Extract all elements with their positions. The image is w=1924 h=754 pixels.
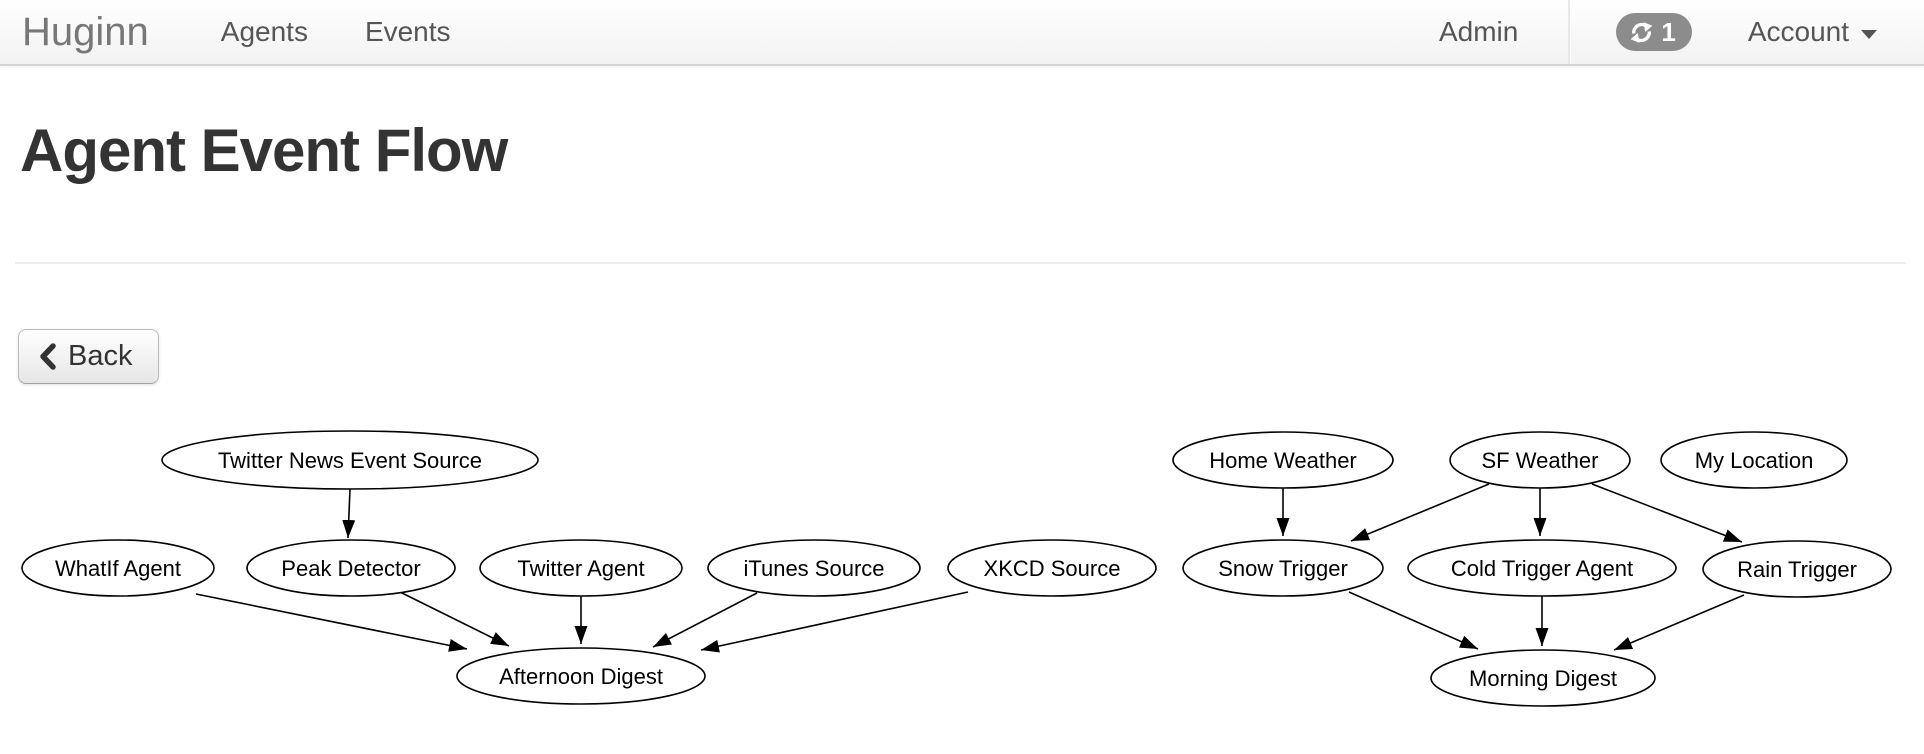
graph-edge-peak-detector-to-afternoon-digest	[399, 591, 510, 647]
graph-edges-layer	[195, 483, 1745, 653]
chevron-left-icon	[40, 343, 56, 370]
back-button[interactable]: Back	[18, 329, 160, 384]
graph-node-ellipse	[1182, 539, 1384, 597]
brand-huginn[interactable]: Huginn	[22, 9, 149, 54]
graph-node-label: Peak Detector	[281, 556, 420, 581]
graph-node-label: Home Weather	[1209, 448, 1357, 473]
graph-node-ellipse	[479, 539, 683, 597]
graph-node-ellipse	[21, 539, 215, 597]
navbar-divider	[1568, 0, 1572, 64]
graph-node-ellipse	[246, 539, 456, 597]
graph-node-label: Morning Digest	[1469, 666, 1617, 691]
nav-events[interactable]: Events	[364, 16, 451, 47]
graph-node-label: Cold Trigger Agent	[1451, 556, 1633, 581]
graph-node-ellipse	[707, 539, 921, 597]
account-label: Account	[1747, 16, 1849, 47]
nav-account[interactable]: Account	[1748, 16, 1877, 48]
nav-agents[interactable]: Agents	[220, 16, 308, 47]
graph-node-afternoon-digest: Afternoon Digest	[456, 647, 706, 705]
graph-node-itunes-source: iTunes Source	[707, 539, 921, 597]
graph-node-ellipse	[1172, 431, 1394, 489]
graph-edge-whatif-agent-to-afternoon-digest	[195, 593, 468, 652]
title-divider	[15, 262, 1906, 264]
graph-node-label: Rain Trigger	[1737, 557, 1857, 582]
graph-node-cold-trigger-agent: Cold Trigger Agent	[1407, 539, 1677, 597]
graph-node-ellipse	[456, 647, 706, 705]
back-button-label: Back	[68, 340, 133, 372]
graph-node-label: Snow Trigger	[1218, 556, 1348, 581]
graph-edge-twitter-news-event-source-to-peak-detector	[342, 488, 356, 539]
chevron-down-icon	[1861, 29, 1877, 39]
graph-node-ellipse	[1430, 649, 1656, 707]
graph-node-ellipse	[161, 430, 539, 490]
graph-edge-sf-weather-to-rain-trigger	[1591, 483, 1743, 543]
navbar-right-section: Admin 1 Account	[1439, 0, 1924, 64]
event-count-badge[interactable]: 1	[1616, 13, 1692, 51]
graph-node-ellipse	[1660, 431, 1848, 489]
graph-edge-sf-weather-to-snow-trigger	[1350, 483, 1490, 542]
refresh-icon	[1630, 21, 1653, 43]
graph-node-label: XKCD Source	[984, 556, 1121, 581]
graph-edge-xkcd-source-to-afternoon-digest	[700, 591, 969, 653]
graph-edge-snow-trigger-to-morning-digest	[1348, 591, 1479, 650]
graph-node-morning-digest: Morning Digest	[1430, 649, 1656, 707]
graph-node-label: iTunes Source	[743, 556, 884, 581]
graph-node-snow-trigger: Snow Trigger	[1182, 539, 1384, 597]
graph-edge-itunes-source-to-afternoon-digest	[652, 592, 758, 648]
graph-node-peak-detector: Peak Detector	[246, 539, 456, 597]
event-count: 1	[1661, 16, 1676, 47]
graph-node-home-weather: Home Weather	[1172, 431, 1394, 489]
graph-node-label: SF Weather	[1482, 448, 1599, 473]
graph-node-ellipse	[1702, 540, 1892, 598]
graph-node-label: My Location	[1695, 448, 1814, 473]
graph-node-ellipse	[1449, 431, 1631, 489]
graph-node-rain-trigger: Rain Trigger	[1702, 540, 1892, 598]
graph-node-twitter-news-event-source: Twitter News Event Source	[161, 430, 539, 490]
graph-node-xkcd-source: XKCD Source	[947, 539, 1157, 597]
graph-node-twitter-agent: Twitter Agent	[479, 539, 683, 597]
navbar: Huginn Agents Events Admin 1 Account	[0, 0, 1924, 66]
graph-node-whatif-agent: WhatIf Agent	[21, 539, 215, 597]
graph-node-my-location: My Location	[1660, 431, 1848, 489]
graph-node-label: Twitter Agent	[517, 556, 644, 581]
nav-admin[interactable]: Admin	[1438, 16, 1519, 47]
graph-node-sf-weather: SF Weather	[1449, 431, 1631, 489]
graph-node-ellipse	[947, 539, 1157, 597]
graph-edge-rain-trigger-to-morning-digest	[1613, 594, 1745, 651]
graph-node-ellipse	[1407, 539, 1677, 597]
graph-node-label: Afternoon Digest	[499, 664, 663, 689]
graph-node-label: Twitter News Event Source	[218, 448, 482, 473]
page-title: Agent Event Flow	[20, 117, 508, 184]
graph-node-label: WhatIf Agent	[55, 556, 181, 581]
